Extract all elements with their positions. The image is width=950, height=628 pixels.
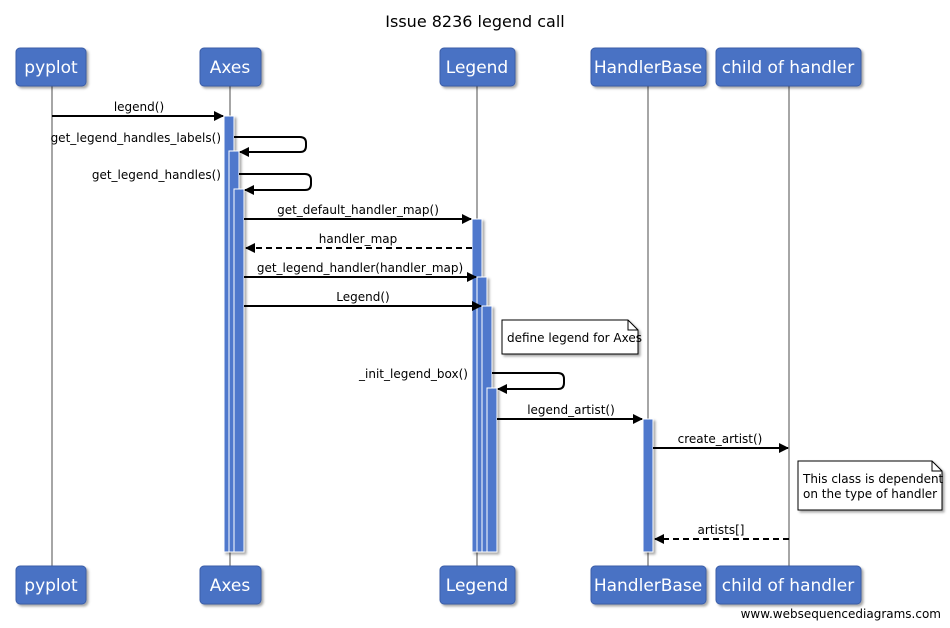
actor-pyplot-bottom <box>15 565 87 605</box>
actor-label-child-of-handler: child of handler <box>722 58 854 78</box>
actor-label-legend: Legend <box>446 58 508 78</box>
note-class-dependent <box>797 460 943 511</box>
actors-top: pyplot Axes Legend HandlerBase child of … <box>15 47 862 87</box>
message-label: get_legend_handles() <box>92 168 221 182</box>
message-label: handler_map <box>319 232 398 246</box>
activation-handlerbase <box>642 418 654 553</box>
activation-axes-3 <box>233 188 245 553</box>
activation-bars <box>223 115 654 553</box>
actor-label-pyplot: pyplot <box>24 576 78 596</box>
notes: define legend for Axes This class is dep… <box>501 319 947 511</box>
actor-label-axes: Axes <box>210 576 251 596</box>
message-artists: artists[] <box>654 523 789 544</box>
message-legend-constructor: Legend() <box>244 290 482 311</box>
diagram-title: Issue 8236 legend call <box>385 12 564 31</box>
actors-bottom: pyplot Axes Legend HandlerBase child of … <box>15 565 862 605</box>
actor-pyplot-top <box>15 47 87 87</box>
message-get-legend-handles: get_legend_handles() <box>92 168 312 195</box>
actor-label-pyplot: pyplot <box>24 58 78 78</box>
message-label: Legend() <box>336 290 389 304</box>
lifelines <box>51 86 790 566</box>
actor-label-handlerbase: HandlerBase <box>594 576 702 596</box>
message-label: create_artist() <box>678 432 763 446</box>
actor-label-legend: Legend <box>446 576 508 596</box>
message-init-legend-box: _init_legend_box() <box>358 367 565 394</box>
messages: legend() get_legend_handles_labels() get… <box>51 100 789 544</box>
message-label: legend_artist() <box>527 403 615 417</box>
message-create-artist: create_artist() <box>653 432 789 453</box>
message-label: legend() <box>114 100 164 114</box>
message-label: get_legend_handler(handler_map) <box>257 261 463 275</box>
actor-label-handlerbase: HandlerBase <box>594 58 702 78</box>
actor-handlerbase-top <box>590 47 707 87</box>
note-class-dependent-text: This class is dependent on the type of h… <box>802 472 947 501</box>
actor-child-of-handler-bottom <box>715 565 862 605</box>
actor-legend-top <box>439 47 516 87</box>
message-handler-map: handler_map <box>245 232 472 253</box>
watermark: www.websequencediagrams.com <box>741 607 941 621</box>
message-get-legend-handles-labels: get_legend_handles_labels() <box>51 131 307 157</box>
actor-axes-top <box>199 47 262 87</box>
message-legend-artist: legend_artist() <box>497 403 643 424</box>
note-define-legend-text: define legend for Axes <box>507 331 642 345</box>
message-label: artists[] <box>698 523 745 537</box>
message-label: get_legend_handles_labels() <box>51 131 221 145</box>
actor-label-child-of-handler: child of handler <box>722 576 854 596</box>
actor-child-of-handler-top <box>715 47 862 87</box>
message-label: get_default_handler_map() <box>277 203 439 217</box>
message-get-default-handler-map: get_default_handler_map() <box>244 203 472 224</box>
message-get-legend-handler: get_legend_handler(handler_map) <box>244 261 477 282</box>
actor-handlerbase-bottom <box>590 565 707 605</box>
message-label: _init_legend_box() <box>358 367 468 381</box>
actor-label-axes: Axes <box>210 58 251 78</box>
actor-axes-bottom <box>199 565 262 605</box>
activation-legend-4 <box>486 387 498 553</box>
message-legend: legend() <box>52 100 224 121</box>
note-define-legend <box>501 319 639 355</box>
actor-legend-bottom <box>439 565 516 605</box>
